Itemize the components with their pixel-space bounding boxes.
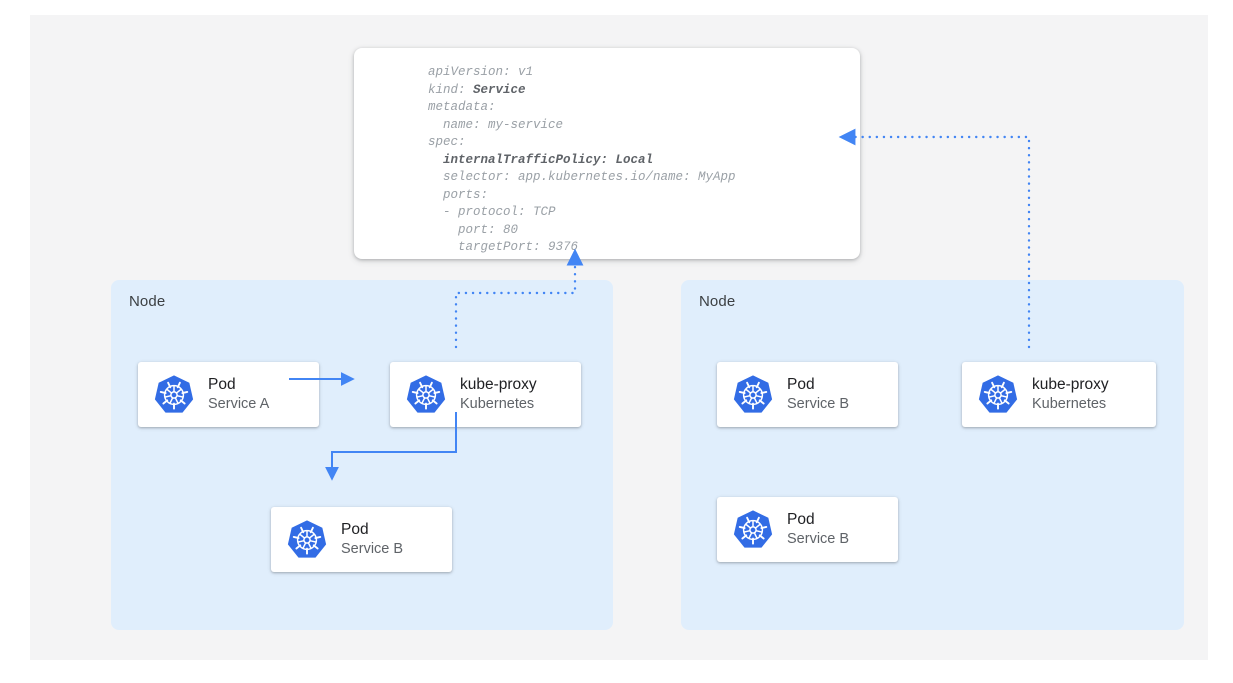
- card-title: kube-proxy: [1032, 375, 1109, 393]
- card-text: kube-proxy Kubernetes: [1032, 376, 1109, 413]
- kubernetes-icon: [287, 519, 327, 560]
- kubernetes-icon: [154, 374, 194, 415]
- manifest-line: selector: app.kubernetes.io/name: MyApp: [428, 170, 736, 184]
- kubernetes-icon: [978, 374, 1018, 415]
- card-pod-service-b-right-top[interactable]: Pod Service B: [717, 362, 898, 427]
- manifest-line: ports:: [428, 187, 489, 202]
- service-manifest-code: apiVersion: v1 kind: Service metadata: nam…: [428, 64, 736, 257]
- kubernetes-icon: [406, 374, 446, 415]
- card-text: Pod Service A: [208, 376, 269, 413]
- card-pod-service-b-left[interactable]: Pod Service B: [271, 507, 452, 572]
- node-box-left: Node: [111, 280, 613, 630]
- card-title: Pod: [341, 520, 369, 538]
- card-subtitle: Service B: [787, 396, 850, 413]
- manifest-line: - protocol: TCP: [428, 205, 556, 219]
- service-manifest-card: apiVersion: v1 kind: Service metadata: nam…: [354, 48, 860, 259]
- node-box-right: Node: [681, 280, 1184, 630]
- manifest-line: port: 80: [428, 222, 519, 237]
- card-text: kube-proxy Kubernetes: [460, 376, 537, 413]
- manifest-line: kind: Service: [428, 82, 526, 97]
- card-subtitle: Kubernetes: [460, 396, 535, 413]
- card-subtitle: Service B: [341, 541, 404, 558]
- manifest-line: internalTrafficPolicy: Local: [443, 152, 654, 167]
- card-text: Pod Service B: [787, 376, 849, 413]
- manifest-line: apiVersion: v1: [428, 65, 534, 79]
- card-subtitle: Kubernetes: [1032, 396, 1107, 413]
- card-pod-service-b-right-bottom[interactable]: Pod Service B: [717, 497, 898, 562]
- manifest-line: targetPort: 9376: [428, 240, 579, 254]
- card-title: Pod: [208, 375, 236, 393]
- card-title: Pod: [787, 510, 815, 528]
- manifest-line: spec:: [428, 135, 466, 149]
- diagram-canvas: apiVersion: v1 kind: Service metadata: nam…: [30, 15, 1208, 660]
- card-subtitle: Service A: [208, 396, 270, 413]
- manifest-line: name: my-service: [428, 117, 564, 132]
- card-text: Pod Service B: [787, 511, 849, 548]
- kubernetes-icon: [733, 374, 773, 415]
- node-label-right: Node: [699, 293, 736, 310]
- card-text: Pod Service B: [341, 521, 403, 558]
- card-pod-service-a[interactable]: Pod Service A: [138, 362, 319, 427]
- node-label-left: Node: [129, 293, 166, 310]
- manifest-line: metadata:: [428, 100, 496, 114]
- card-title: Pod: [787, 375, 815, 393]
- card-subtitle: Service B: [787, 531, 850, 548]
- card-title: kube-proxy: [460, 375, 537, 393]
- card-kube-proxy-left[interactable]: kube-proxy Kubernetes: [390, 362, 581, 427]
- kubernetes-icon: [733, 509, 773, 550]
- card-kube-proxy-right[interactable]: kube-proxy Kubernetes: [962, 362, 1156, 427]
